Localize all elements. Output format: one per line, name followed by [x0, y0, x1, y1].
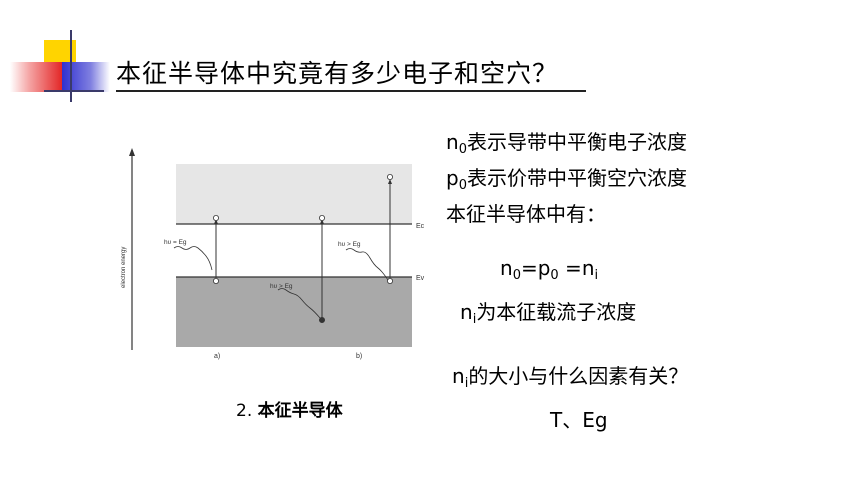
ni-description: 为本征载流子浓度 [476, 300, 637, 324]
p0-description: 表示价带中平衡空穴浓度 [466, 166, 687, 190]
logo-red-square [10, 62, 68, 92]
line-answer: T、Eg [550, 410, 608, 430]
energy-axis-arrow [129, 148, 135, 156]
eq-i-subscript: i [594, 268, 599, 283]
panel-label-a: a) [214, 353, 220, 360]
ni-question: 的大小与什么因素有关？ [468, 364, 689, 388]
title-underline [116, 90, 586, 92]
photon-a [173, 246, 213, 271]
eq-n: n [500, 256, 513, 280]
subscript-i: i [472, 312, 477, 327]
panel-label-b: b) [356, 353, 362, 360]
line-p0-definition: p0表示价带中平衡空穴浓度 [446, 168, 687, 192]
symbol-n: n [452, 364, 465, 388]
electron-a [213, 215, 220, 222]
photon-label-b: hυ > Eg [270, 283, 293, 290]
hole-a [213, 277, 220, 284]
line-n0-definition: n0表示导带中平衡电子浓度 [446, 132, 687, 156]
photon-c [345, 248, 389, 281]
electron-c [386, 174, 393, 181]
conduction-band [176, 164, 412, 224]
y-axis-label: electron energy [121, 247, 127, 288]
intrinsic-statement: 本征半导体中有： [446, 202, 606, 226]
caption-number: 2. [236, 401, 253, 421]
symbol-n: n [446, 130, 459, 154]
hole-b [318, 316, 325, 323]
line-ni-question: ni的大小与什么因素有关？ [452, 366, 688, 390]
subscript-i: i [464, 376, 469, 391]
valence-band [176, 277, 412, 347]
page-title: 本征半导体中究竟有多少电子和空穴？ [116, 59, 559, 88]
photon-label-a: hυ = Eg [164, 239, 187, 246]
eq-n-subscript: 0 [512, 268, 521, 283]
logo-horizontal-line [44, 90, 104, 92]
subscript-0: 0 [458, 178, 467, 193]
hole-c [386, 277, 393, 284]
eq-p-subscript: 0 [550, 268, 559, 283]
photon-label-c: hυ > Eg [338, 241, 361, 248]
ec-label: Ec [416, 223, 425, 230]
equation-n0-p0-ni: n0=p0 =ni [500, 258, 598, 282]
subscript-0: 0 [458, 142, 467, 157]
n0-description: 表示导带中平衡电子浓度 [466, 130, 687, 154]
logo-vertical-line [70, 30, 72, 102]
eq-equals-n: =n [558, 256, 595, 280]
symbol-n: n [460, 300, 473, 324]
line-ni-definition: ni为本征载流子浓度 [460, 302, 636, 326]
figure-caption: 2. 本征半导体 [236, 396, 343, 421]
band-diagram: electron energy Ec Ev hυ = Eg hυ > Eg hυ… [121, 148, 425, 360]
electron-b [318, 215, 325, 222]
caption-text: 本征半导体 [257, 401, 343, 421]
symbol-p: p [446, 166, 459, 190]
answer-text: T、Eg [550, 408, 608, 432]
photon-b [277, 288, 321, 319]
line-intrinsic-statement: 本征半导体中有： [446, 204, 606, 224]
ev-label: Ev [416, 275, 425, 282]
eq-equals-p: =p [520, 256, 551, 280]
